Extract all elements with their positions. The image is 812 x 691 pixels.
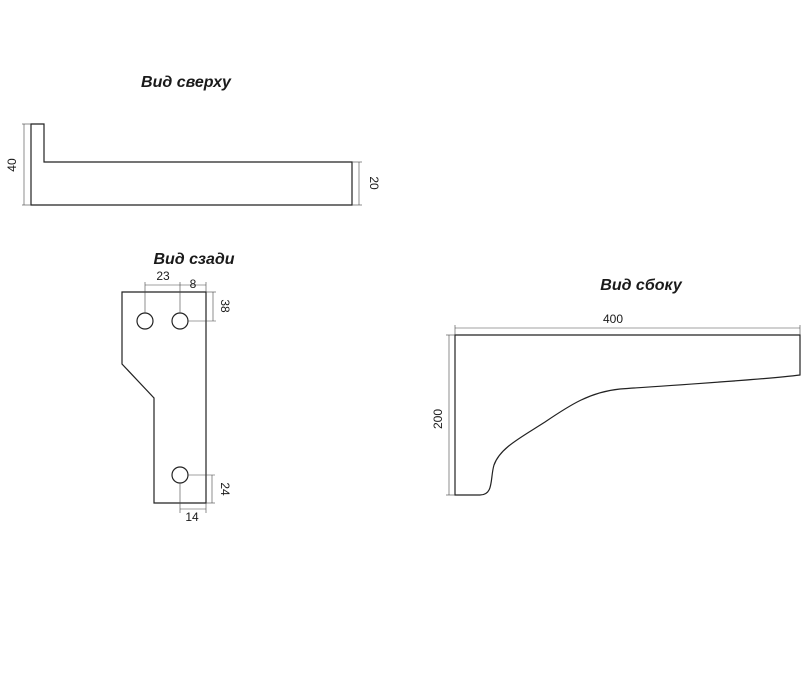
side-view-dim-height: 200 (431, 334, 455, 496)
back-view-outline (121, 291, 207, 504)
side-view-title: Вид сбоку (600, 277, 683, 294)
back-view-hole-3 (171, 466, 189, 484)
side-view: Вид сбоку 400 200 (431, 277, 801, 496)
side-view-dim-length: 400 (454, 312, 801, 335)
back-view-dim-38: 38 (218, 299, 232, 313)
back-view-dim-right-top: 38 (188, 291, 232, 322)
top-view-dim-40: 40 (5, 158, 19, 172)
top-view: Вид сверху 40 20 (5, 74, 381, 206)
back-view-dim-23: 23 (156, 269, 170, 283)
back-view-dim-top: 23 8 (144, 269, 207, 313)
back-view-title: Вид сзади (153, 251, 234, 268)
back-view-dim-24: 24 (218, 482, 232, 496)
back-view-hole-1 (136, 312, 154, 330)
back-view-dim-bottom: 14 (179, 483, 207, 524)
side-view-outline (454, 334, 801, 496)
back-view-hole-2 (171, 312, 189, 330)
top-view-dim-left: 40 (5, 123, 31, 206)
top-view-outline (30, 123, 353, 206)
back-view-dim-14: 14 (185, 510, 199, 524)
top-view-dim-20: 20 (367, 176, 381, 190)
side-view-dim-400: 400 (603, 312, 623, 326)
top-view-dim-right: 20 (352, 161, 381, 206)
back-view-dim-right-bottom: 24 (188, 474, 232, 504)
back-view-dim-8: 8 (190, 277, 197, 291)
top-view-title: Вид сверху (141, 74, 232, 91)
back-view: Вид сзади 23 8 38 24 (121, 251, 235, 524)
side-view-dim-200: 200 (431, 409, 445, 429)
